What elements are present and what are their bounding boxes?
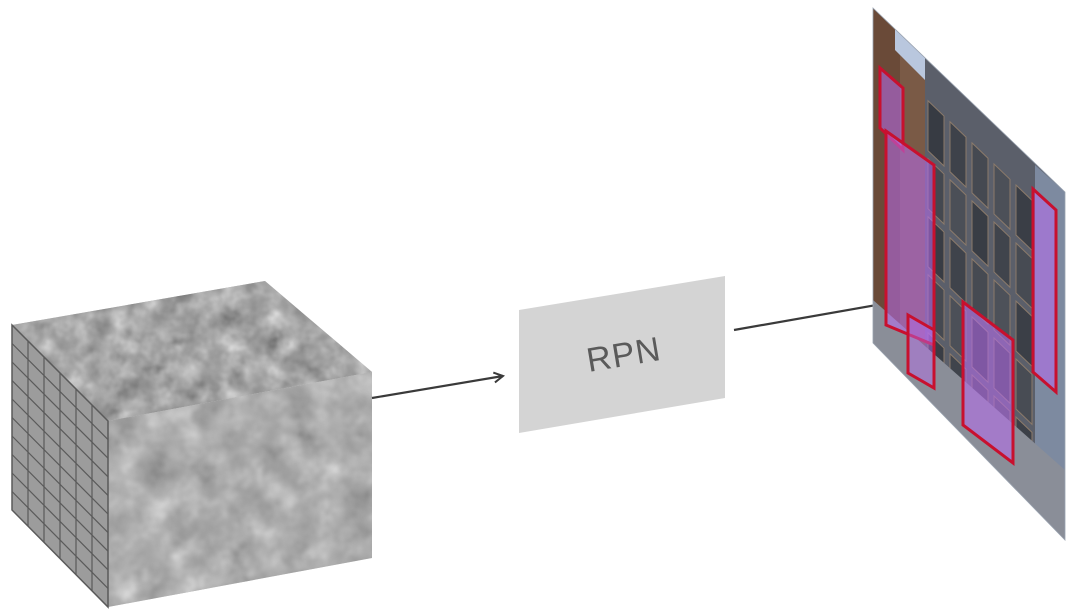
- proposal-box: [1031, 185, 1058, 396]
- window-pane: [927, 99, 945, 168]
- proposal-box: [884, 128, 936, 348]
- proposal-box: [961, 298, 1015, 467]
- channel-grid-line: [11, 472, 109, 571]
- channel-grid-line: [11, 491, 109, 589]
- proposal-box: [906, 312, 936, 391]
- window-pane: [993, 162, 1011, 231]
- proposal-boxes: [878, 64, 1058, 467]
- channel-grid-line: [11, 417, 109, 515]
- feature-map-channel-grid: [11, 341, 109, 591]
- channel-grid-line: [11, 343, 109, 441]
- feature-map-side-face: [11, 323, 109, 609]
- window-pane: [971, 141, 989, 210]
- channel-grid-line: [11, 398, 109, 496]
- channel-grid-line: [11, 361, 109, 459]
- window-pane: [993, 220, 1011, 289]
- channel-grid-line: [11, 435, 109, 534]
- image-window-grid: [927, 99, 1033, 484]
- output-image: [872, 7, 1066, 541]
- channel-grid-line: [11, 380, 109, 478]
- window-pane: [971, 199, 989, 268]
- window-pane: [949, 120, 967, 189]
- window-pane: [1015, 357, 1033, 426]
- rpn-block: RPN: [519, 276, 725, 433]
- feature-map-cube: [11, 281, 372, 609]
- channel-grid-line: [11, 454, 109, 552]
- rpn-box: [519, 276, 725, 433]
- window-pane: [949, 178, 967, 247]
- arrow-to-rpn: [371, 376, 503, 400]
